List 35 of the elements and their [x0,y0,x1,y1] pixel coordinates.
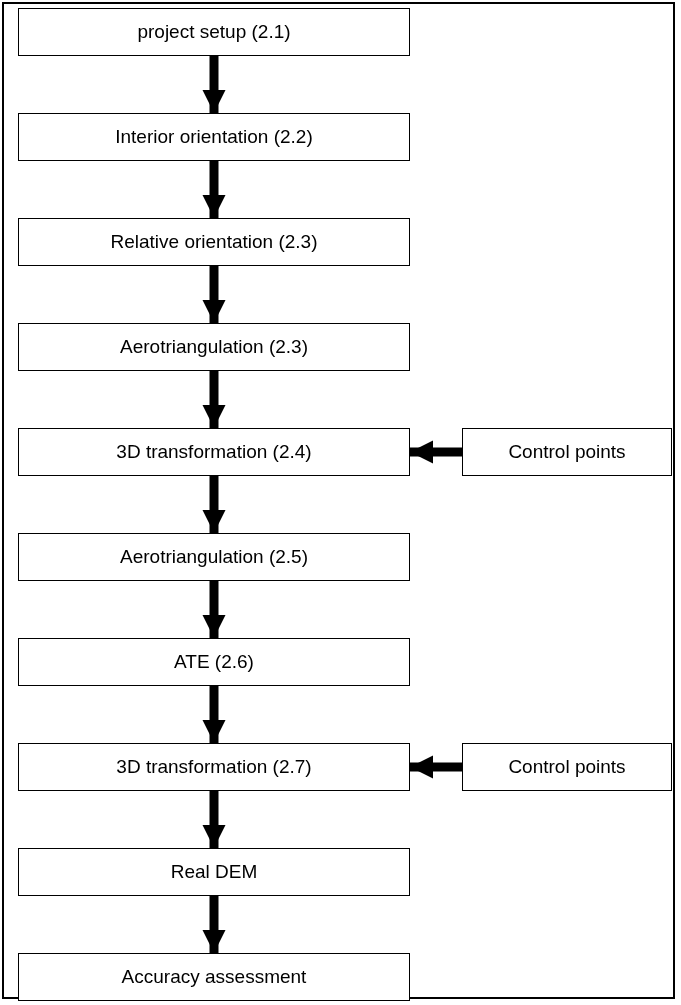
arrow [202,686,226,743]
arrow [202,56,226,113]
process-box [18,113,410,161]
arrow [202,791,226,848]
process-box [18,533,410,581]
box-label: Aerotriangulation (2.3) [120,336,308,358]
process-box [18,218,410,266]
box-label: Aerotriangulation (2.5) [120,546,308,568]
box-label: 3D transformation (2.4) [116,441,312,463]
process-box [462,428,672,476]
box-label: ATE (2.6) [174,651,254,673]
process-box [18,428,410,476]
box-label: Interior orientation (2.2) [115,126,313,148]
box-label: Relative orientation (2.3) [110,231,318,253]
box-label: Control points [508,756,626,778]
arrow [202,371,226,428]
process-box [18,848,410,896]
box-label: Accuracy assessment [121,966,307,988]
arrow [202,266,226,323]
box-label: project setup (2.1) [137,21,291,43]
process-box [18,638,410,686]
arrow [410,755,462,779]
box-label: Control points [508,441,626,463]
process-box [18,323,410,371]
process-box [18,953,410,1001]
arrow [410,440,462,464]
arrow [202,161,226,218]
box-label: 3D transformation (2.7) [116,756,312,778]
arrow [202,896,226,953]
process-box [18,8,410,56]
arrow [202,476,226,533]
arrow [202,581,226,638]
box-label: Real DEM [170,861,258,883]
process-box [462,743,672,791]
process-box [18,743,410,791]
